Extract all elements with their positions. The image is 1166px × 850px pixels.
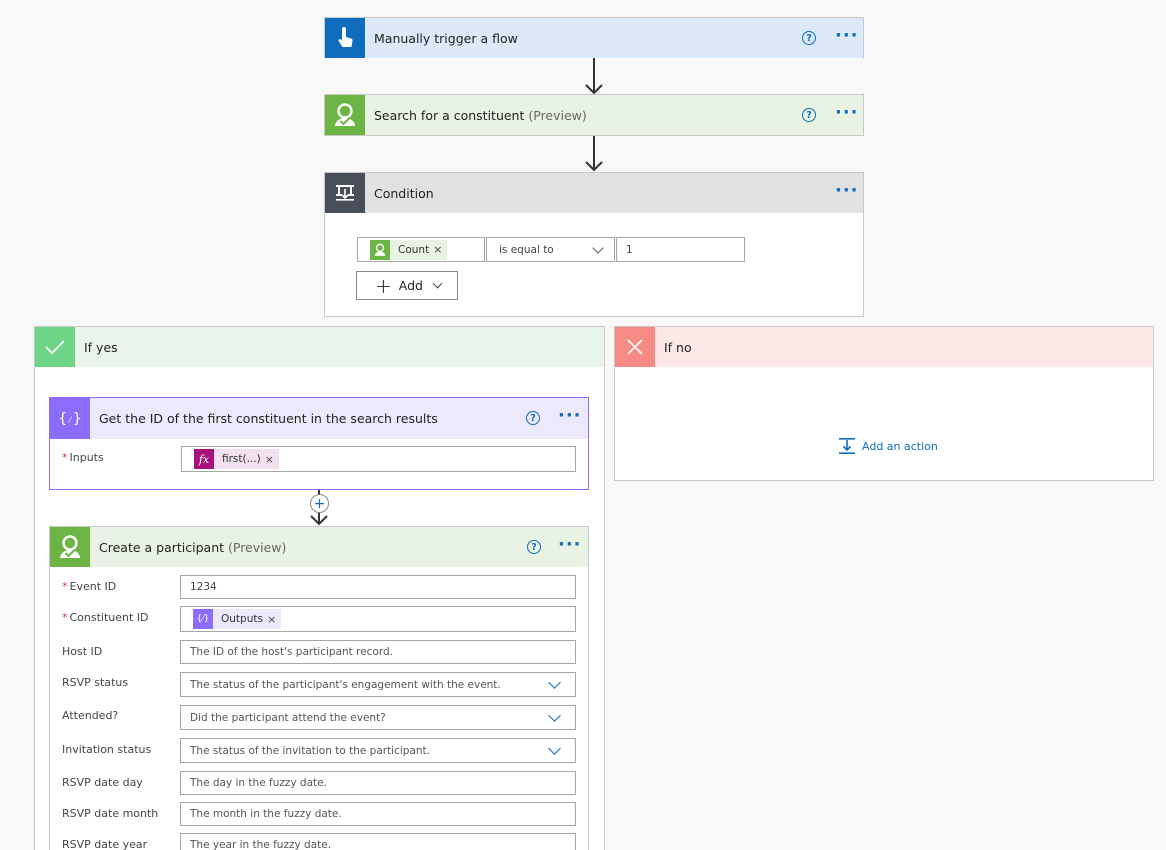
compose-title: Get the ID of the first constituent in t… [99,411,438,426]
rsvp-month-label: RSVP date month [62,807,159,820]
condition-header[interactable]: Condition ··· [325,173,863,213]
function-icon: fx [194,449,214,469]
rsvp-day-field[interactable]: The day in the fuzzy date. [180,771,576,795]
search-header[interactable]: Search for a constituent (Preview) ? ··· [325,95,863,135]
chevron-down-icon [548,676,561,689]
search-title: Search for a constituent (Preview) [374,107,587,123]
rsvp-year-field[interactable]: The year in the fuzzy date. [180,833,576,850]
add-condition-button[interactable]: + Add [356,271,458,300]
attended-select[interactable]: Did the participant attend the event? [180,705,576,730]
condition-right-operand[interactable]: 1 [616,237,745,262]
inputs-label: *Inputs [62,451,104,464]
constituent-id-label: *Constituent ID [62,611,149,624]
trigger-card[interactable]: Manually trigger a flow ? ··· [324,17,864,58]
rsvp-status-label: RSVP status [62,676,129,689]
more-options-icon[interactable]: ··· [558,534,582,555]
compose-icon: {⁄} [50,398,90,439]
host-id-field[interactable]: The ID of the host's participant record. [180,640,576,664]
close-icon [615,327,655,367]
trigger-title: Manually trigger a flow [374,30,518,46]
rsvp-year-label: RSVP date year [62,838,148,850]
add-an-action-link[interactable]: Add an action [838,437,938,455]
remove-token-icon[interactable]: × [433,243,443,256]
attended-label: Attended? [62,709,119,722]
connector-arrow [584,58,604,95]
trigger-header[interactable]: Manually trigger a flow ? ··· [325,18,863,58]
count-token[interactable]: Count × [370,239,448,260]
if-yes-title: If yes [84,339,118,355]
constituent-icon [50,527,90,567]
chevron-down-icon [548,709,561,722]
create-participant-header[interactable]: Create a participant (Preview) ? ··· [50,527,588,567]
constituent-id-field[interactable]: {⁄} Outputs × [180,606,576,632]
rsvp-day-label: RSVP date day [62,776,143,789]
operator-select[interactable]: is equal to [486,237,615,262]
add-action-icon [839,438,855,454]
condition-card[interactable]: Condition ··· Count × is equal to 1 + Ad… [324,172,864,317]
expression-token[interactable]: fx first(...) × [194,449,279,469]
compose-icon: {⁄} [193,609,213,629]
connector-arrow [584,136,604,173]
if-no-title: If no [664,339,692,355]
if-yes-header[interactable]: If yes [35,327,604,367]
host-id-label: Host ID [62,645,103,658]
invitation-status-select[interactable]: The status of the invitation to the part… [180,738,576,763]
condition-title: Condition [374,185,434,201]
if-no-header[interactable]: If no [615,327,1153,367]
create-participant-card[interactable]: Create a participant (Preview) ? ··· *Ev… [49,526,589,850]
rsvp-status-select[interactable]: The status of the participant's engageme… [180,672,576,697]
checkmark-icon [35,327,75,367]
insert-step-button[interactable]: + [310,494,329,513]
help-icon[interactable]: ? [527,540,541,554]
chevron-down-icon [432,278,443,288]
constituent-icon [370,239,390,260]
compose-header[interactable]: {⁄} Get the ID of the first constituent … [50,398,588,439]
compose-card[interactable]: {⁄} Get the ID of the first constituent … [49,397,589,490]
if-no-branch: If no Add an action [614,326,1154,481]
more-options-icon[interactable]: ··· [835,180,859,201]
outputs-token[interactable]: {⁄} Outputs × [193,609,282,629]
event-id-label: *Event ID [62,580,117,593]
help-icon[interactable]: ? [526,411,540,425]
more-options-icon[interactable]: ··· [558,405,582,426]
search-constituent-card[interactable]: Search for a constituent (Preview) ? ··· [324,94,864,136]
remove-token-icon[interactable]: × [266,612,277,626]
more-options-icon[interactable]: ··· [835,25,859,46]
more-options-icon[interactable]: ··· [835,102,859,123]
chevron-down-icon [548,742,561,755]
help-icon[interactable]: ? [802,31,816,45]
help-icon[interactable]: ? [802,108,816,122]
plus-icon: + [375,273,392,298]
chevron-down-icon [592,242,604,254]
constituent-icon [325,95,365,135]
inputs-field[interactable]: fx first(...) × [181,446,576,472]
event-id-field[interactable]: 1234 [180,575,576,599]
create-participant-title: Create a participant (Preview) [99,539,287,555]
rsvp-month-field[interactable]: The month in the fuzzy date. [180,802,576,826]
condition-icon [325,173,365,213]
condition-left-operand[interactable]: Count × [357,237,485,262]
remove-token-icon[interactable]: × [264,452,274,466]
invitation-status-label: Invitation status [62,743,152,756]
touch-hand-icon [325,18,365,58]
